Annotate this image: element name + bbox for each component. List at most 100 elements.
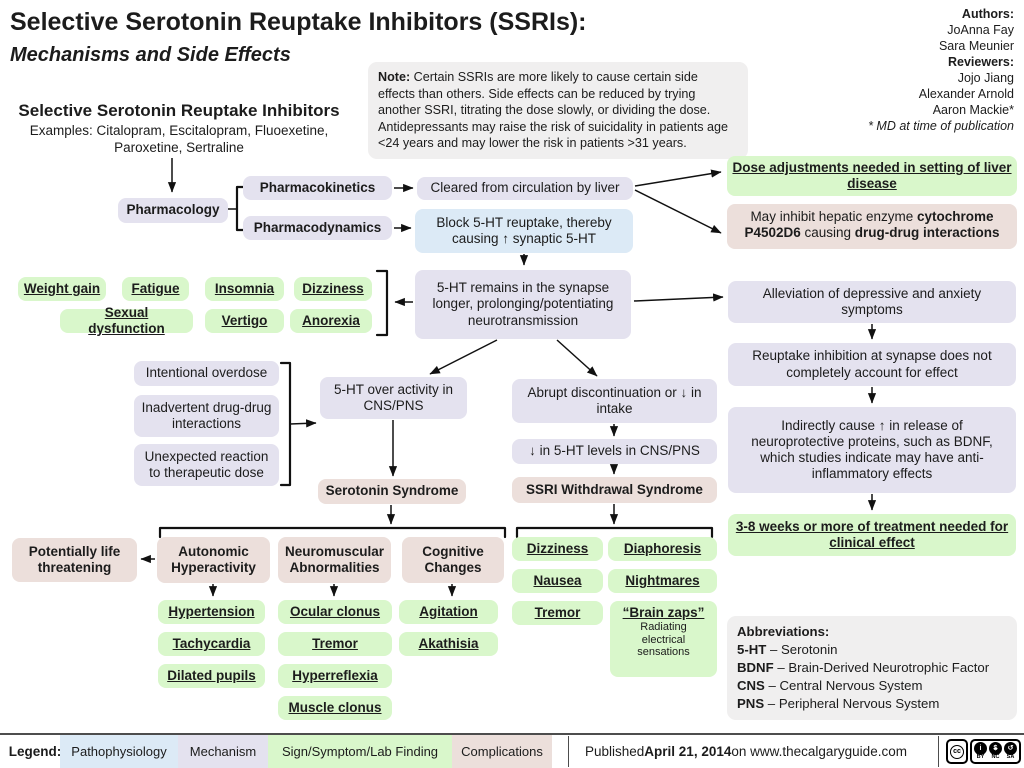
footer-divider (568, 736, 569, 767)
legend-swatch-complications: Complications (452, 735, 552, 768)
node-label: Hyperreflexia (292, 667, 378, 683)
node-label: Dizziness (526, 540, 589, 556)
published-site: on www.thecalgaryguide.com (731, 744, 907, 759)
node-pharmacodynamics: Pharmacodynamics (243, 216, 392, 240)
authors-block: Authors: JoAnna Fay Sara Meunier Reviewe… (790, 6, 1014, 134)
node-label: Tremor (534, 604, 581, 620)
legend-bar: Legend: Pathophysiology Mechanism Sign/S… (0, 733, 1024, 768)
node-dilated-pupils: Dilated pupils (158, 664, 265, 688)
node-nightmares: Nightmares (608, 569, 717, 593)
node-sexual-dysfunction: Sexual dysfunction (60, 305, 193, 336)
legend-item-label: Mechanism (189, 744, 257, 759)
author-name: JoAnna Fay (947, 23, 1014, 37)
abbreviation-full: Central Nervous System (779, 678, 923, 693)
node-intentional-overdose: Intentional overdose (134, 361, 279, 386)
node-sublabel: Radiating electrical sensations (637, 621, 690, 659)
node-text-segment: drug-drug interactions (854, 225, 1000, 241)
node-withdrawal-dizziness: Dizziness (512, 537, 603, 561)
abbreviation-sep: – (777, 660, 785, 675)
abbreviation-item: BDNF – Brain-Derived Neurotrophic Factor (737, 659, 1007, 677)
legend-label: Legend: (9, 735, 61, 768)
node-dizziness: Dizziness (294, 277, 372, 301)
legend-swatch-pathophysiology: Pathophysiology (60, 735, 178, 768)
intro-examples-line1: Examples: Citalopram, Escitalopram, Fluo… (29, 123, 329, 138)
node-label: Akathisia (418, 635, 479, 651)
node-inhibit-cytochrome: May inhibit hepatic enzyme cytochrome P4… (727, 204, 1017, 249)
abbreviation-sep: – (768, 678, 776, 693)
reviewer-name: Alexander Arnold (918, 87, 1014, 101)
node-alleviation: Alleviation of depressive and anxiety sy… (728, 281, 1016, 323)
node-agitation: Agitation (399, 600, 498, 624)
note-label: Note: (378, 70, 411, 84)
abbreviation-item: CNS – Central Nervous System (737, 677, 1007, 695)
note-text: Certain SSRIs are more likely to cause c… (378, 70, 728, 151)
node-neuromuscular-abnormalities: Neuromuscular Abnormalities (278, 537, 391, 583)
cc-sa-icon: ↺SA (1004, 742, 1017, 761)
node-unexpected-reaction: Unexpected reaction to therapeutic dose (134, 444, 279, 486)
reviewer-name: Jojo Jiang (957, 71, 1014, 85)
node-text-segment: causing (800, 225, 855, 241)
abbreviations-box: Abbreviations: 5-HT – Serotonin BDNF – B… (727, 616, 1017, 720)
abbreviation-item: PNS – Peripheral Nervous System (737, 695, 1007, 713)
reviewers-label: Reviewers: (947, 55, 1014, 69)
node-anorexia: Anorexia (290, 309, 372, 333)
node-label: Dilated pupils (167, 667, 256, 683)
published-prefix: Published (585, 744, 645, 759)
node-abrupt-discontinuation: Abrupt discontinuation or ↓ in intake (512, 379, 717, 423)
node-label: Nightmares (625, 572, 700, 588)
node-weeks-needed: 3-8 weeks or more of treatment needed fo… (728, 514, 1016, 556)
note-box: Note: Certain SSRIs are more likely to c… (368, 62, 748, 160)
cc-nc-icon: $NC (989, 742, 1002, 761)
node-withdrawal-nausea: Nausea (512, 569, 603, 593)
node-label: Anorexia (302, 312, 360, 328)
cc-logo-icon: cc (950, 744, 964, 759)
page-subtitle: Mechanisms and Side Effects (10, 44, 291, 66)
reviewer-name: Aaron Mackie* (932, 103, 1014, 117)
node-life-threatening: Potentially life threatening (12, 538, 137, 582)
abbreviation-term: 5-HT (737, 642, 767, 657)
node-hypertension: Hypertension (158, 600, 265, 624)
node-serotonin-syndrome: Serotonin Syndrome (318, 479, 466, 504)
legend-swatch-mechanism: Mechanism (178, 735, 268, 768)
node-cleared-by-liver: Cleared from circulation by liver (417, 177, 633, 200)
node-label: Nausea (533, 572, 582, 588)
node-diaphoresis: Diaphoresis (608, 537, 717, 561)
node-ssri-withdrawal-syndrome: SSRI Withdrawal Syndrome (512, 477, 717, 503)
intro-heading: Selective Serotonin Reuptake Inhibitors (18, 101, 340, 120)
node-label: Tremor (312, 635, 358, 651)
cc-icon: cc (946, 739, 968, 764)
node-5ht-levels-drop: ↓ in 5-HT levels in CNS/PNS (512, 439, 717, 464)
footer-divider (938, 736, 939, 767)
node-label: Sexual dysfunction (88, 304, 165, 336)
node-tachycardia: Tachycardia (158, 632, 265, 656)
abbreviation-item: 5-HT – Serotonin (737, 641, 1007, 659)
node-withdrawal-tremor: Tremor (512, 601, 603, 625)
node-label: Tachycardia (172, 635, 251, 651)
node-pharmacokinetics: Pharmacokinetics (243, 176, 392, 200)
node-label: Ocular clonus (289, 603, 381, 619)
abbreviation-sep: – (769, 642, 778, 657)
node-label: 3-8 weeks or more of treatment needed fo… (735, 518, 1009, 550)
node-label: Fatigue (131, 280, 180, 296)
node-muscle-clonus: Muscle clonus (278, 696, 392, 720)
node-label: Weight gain (23, 280, 101, 296)
abbreviations-label: Abbreviations: (737, 624, 830, 639)
node-vertigo: Vertigo (205, 309, 284, 333)
abbreviation-term: BDNF (737, 660, 774, 675)
node-label: Agitation (419, 603, 478, 619)
node-text-segment: cytochrome P4502D6 (744, 209, 994, 241)
node-cognitive-changes: Cognitive Changes (402, 537, 504, 583)
legend-item-label: Pathophysiology (71, 744, 167, 759)
node-autonomic-hyperactivity: Autonomic Hyperactivity (157, 537, 270, 583)
node-label: Diaphoresis (623, 540, 702, 556)
node-label: Insomnia (214, 280, 275, 296)
published-date: April 21, 2014 (644, 744, 732, 759)
page-title: Selective Serotonin Reuptake Inhibitors … (10, 8, 587, 36)
intro-examples-line2: Paroxetine, Sertraline (114, 140, 244, 155)
node-label: Dizziness (302, 280, 364, 296)
abbreviation-full: Serotonin (781, 642, 838, 657)
